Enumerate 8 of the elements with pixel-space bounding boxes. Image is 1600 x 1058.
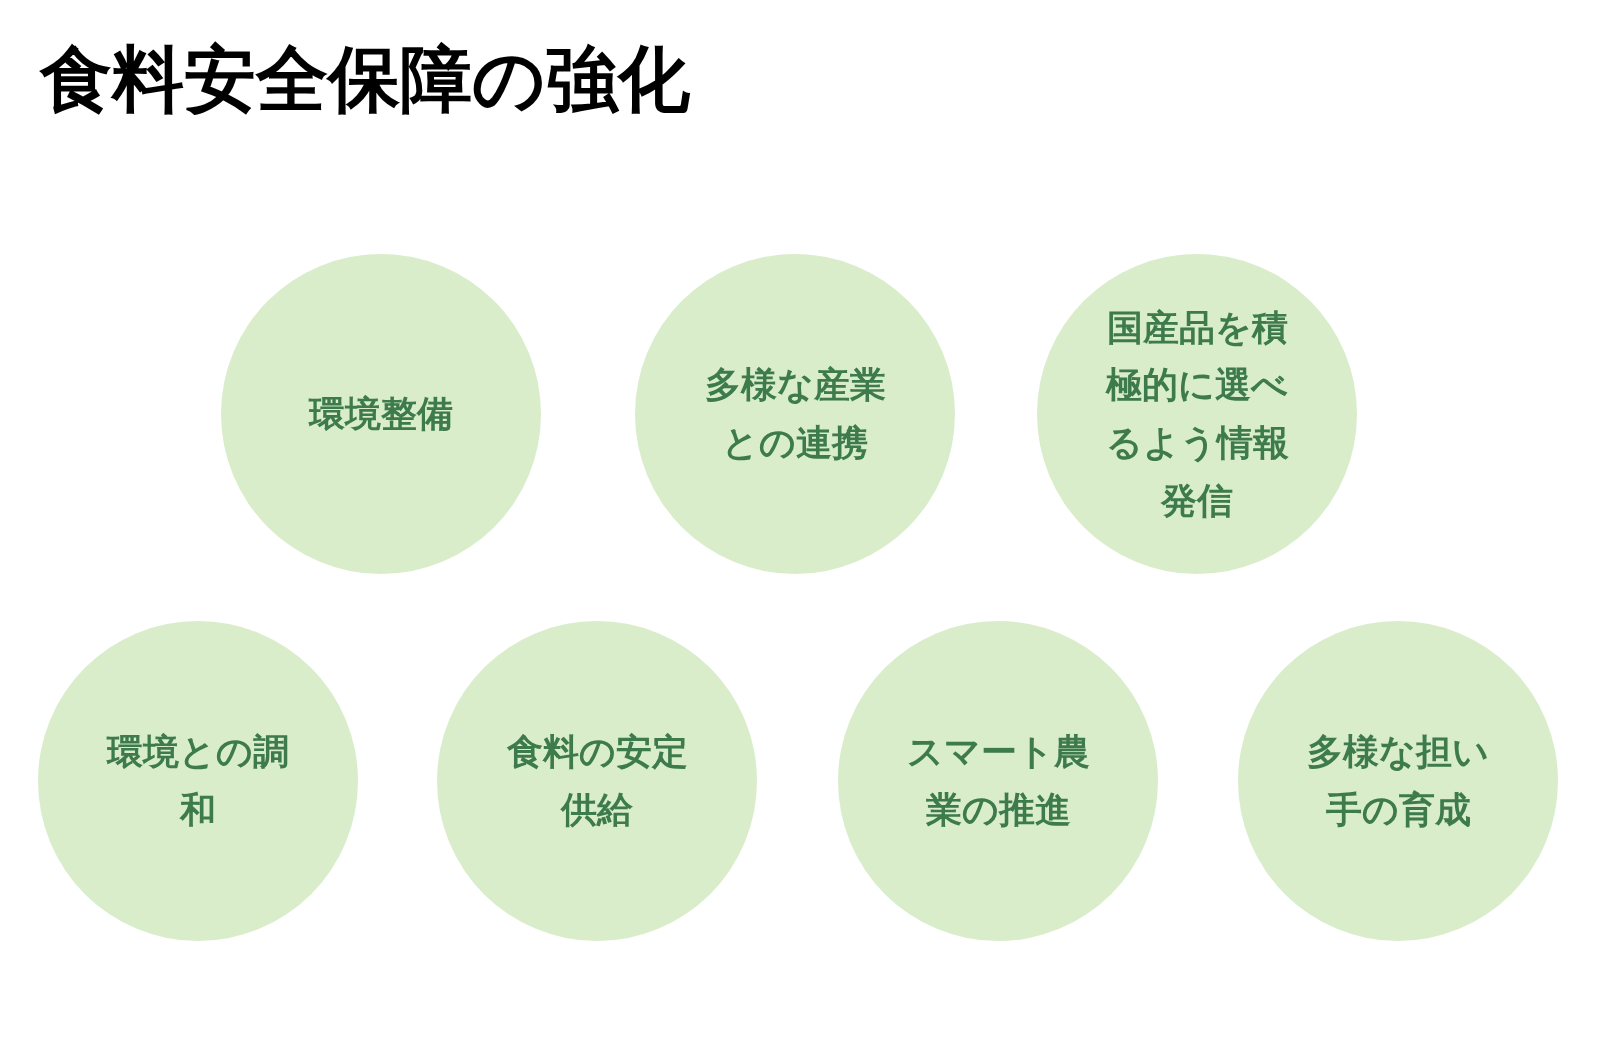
topic-label: スマート農業の推進 (905, 730, 1091, 832)
topic-label: 食料の安定供給 (505, 730, 689, 832)
topic-label: 環境との調和 (105, 730, 290, 832)
topic-label: 多様な産業との連携 (703, 363, 887, 465)
page-title: 食料安全保障の強化 (40, 36, 690, 123)
topic-label: 多様な担い手の育成 (1306, 730, 1490, 832)
topic-label: 環境整備 (307, 392, 454, 437)
topic-label: 国産品を積極的に選べるよう情報発信 (1104, 305, 1290, 523)
